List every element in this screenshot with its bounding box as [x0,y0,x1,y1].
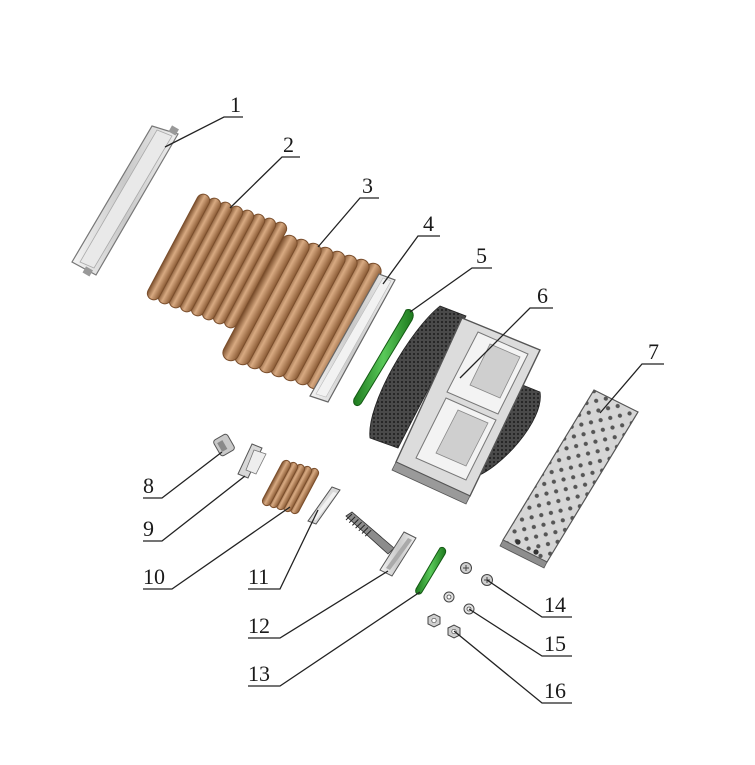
part-12-threads [345,513,372,537]
callout-6-label: 6 [537,283,548,308]
callout-2: 2 [229,132,300,209]
part-6-housing [369,305,541,505]
part-14-screws [460,562,493,586]
callout-14: 14 [486,579,572,618]
callouts: 1 2 3 4 5 6 7 8 [143,92,664,704]
callout-6: 6 [459,283,553,379]
callout-2-label: 2 [283,132,294,157]
callout-3-label: 3 [362,173,373,198]
callout-11-label: 11 [248,564,269,589]
thread-line [345,513,353,521]
part-12-bolt [345,511,417,577]
callout-5: 5 [409,243,492,313]
thread-line [348,516,356,524]
coil-3-turn [222,234,298,362]
callout-7: 7 [599,339,664,414]
callout-14-label: 14 [544,592,566,617]
callout-8: 8 [143,451,223,499]
spring-10-turn [261,459,292,507]
part-8-cap [213,433,235,457]
part-9-bracket [237,443,267,479]
callout-11: 11 [248,509,319,590]
part-11-washer-plate [307,486,341,525]
callout-16: 16 [453,630,572,704]
part-3-copper-coil [222,234,382,390]
part-15-washers [443,591,475,615]
callout-15-label: 15 [544,631,566,656]
callout-10: 10 [143,506,291,590]
callout-7-label: 7 [648,339,659,364]
thread-line [355,521,362,529]
part-1-end-cover [71,125,179,277]
thread-line [364,529,372,537]
part-16-nuts [427,613,461,639]
callout-9: 9 [143,475,246,542]
callout-12: 12 [248,570,389,639]
callout-16-label: 16 [544,678,566,703]
callout-5-label: 5 [476,243,487,268]
part-13-green-oring [415,547,447,595]
callout-12-label: 12 [248,613,270,638]
thread-line [358,524,366,532]
callout-13-label: 13 [248,661,270,686]
thread-line [352,519,359,526]
callout-8-label: 8 [143,473,154,498]
callout-1: 1 [164,92,243,148]
callout-13: 13 [248,591,421,687]
callout-4-label: 4 [423,211,434,236]
part-4-flat-plate [309,273,396,403]
callout-9-label: 9 [143,516,154,541]
callout-4: 4 [382,211,440,285]
part-2-copper-coil [146,193,288,329]
part-7-perforated-plate [499,389,639,569]
part-10-spring [261,459,320,515]
thread-line [361,527,369,534]
callout-3: 3 [317,173,379,248]
callout-15: 15 [468,608,572,657]
callout-1-label: 1 [230,92,241,117]
coil-2-turn [146,193,211,301]
callout-10-label: 10 [143,564,165,589]
